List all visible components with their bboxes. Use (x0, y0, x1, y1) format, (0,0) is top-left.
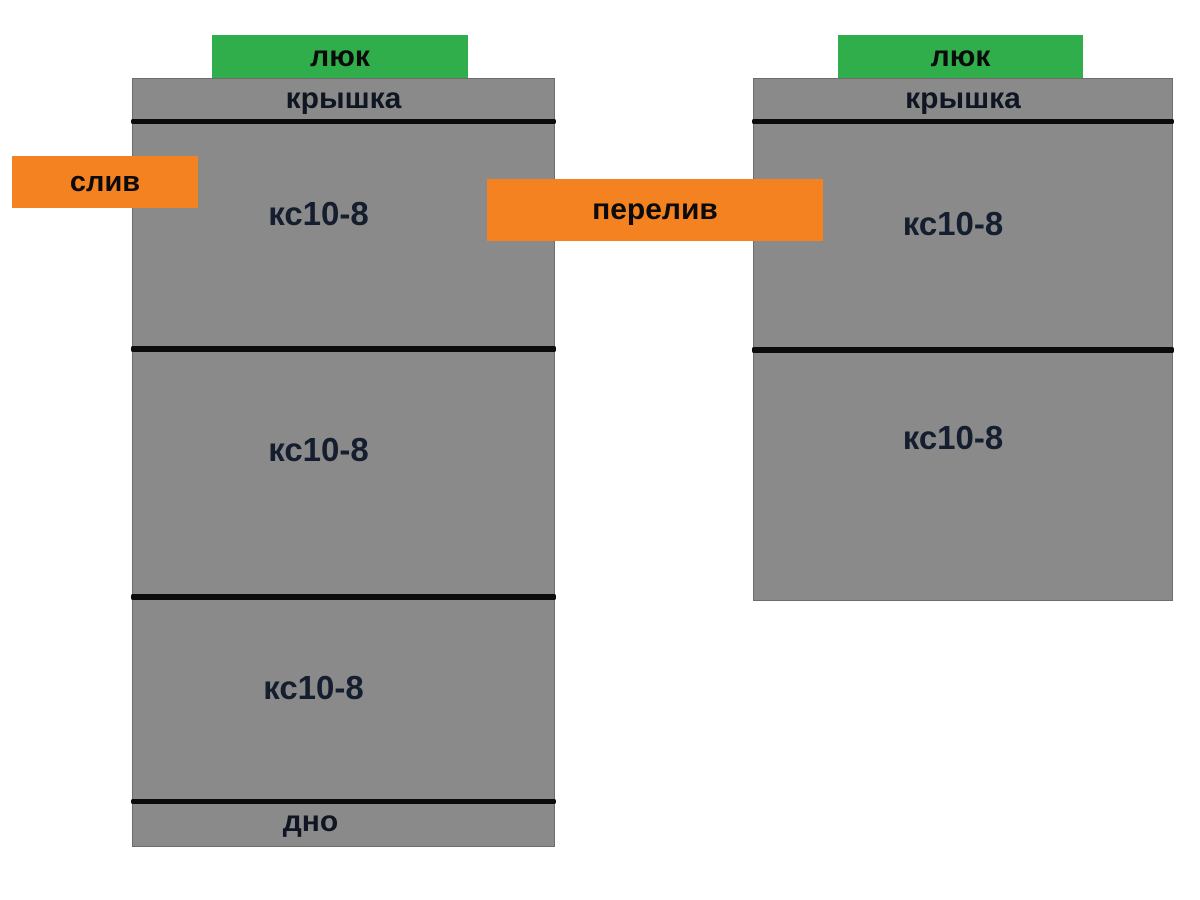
drain-badge: слив (12, 156, 198, 208)
right-tank-lid-label: крышка (905, 82, 1021, 115)
right-tank-joint-line-1 (752, 347, 1174, 353)
left-tank-ring1-label: кс10-8 (268, 195, 369, 232)
left-tank-bottom-joint-line (131, 799, 556, 804)
left-tank-ring2-label: кс10-8 (268, 431, 369, 468)
left-tank-joint-line-1 (131, 346, 556, 352)
right-tank-ring1-label: кс10-8 (902, 205, 1004, 242)
left-tank: крышка кс10-8 кс10-8 кс10-8 дно (131, 78, 556, 847)
left-tank-lid-label: крышка (285, 82, 402, 115)
left-tank-lid-joint-line (131, 119, 556, 124)
manhole-badge-right: люк (838, 35, 1083, 78)
left-tank-joint-line-2 (131, 594, 556, 600)
manhole-badge-left: люк (212, 35, 468, 78)
overflow-badge: перелив (487, 179, 823, 241)
left-tank-bottom-label: дно (282, 805, 339, 838)
right-tank-ring2-label: кс10-8 (902, 419, 1004, 456)
right-tank: крышка кс10-8 кс10-8 (752, 78, 1174, 601)
left-tank-ring3-label: кс10-8 (263, 669, 364, 706)
right-tank-lid-joint-line (752, 119, 1174, 124)
